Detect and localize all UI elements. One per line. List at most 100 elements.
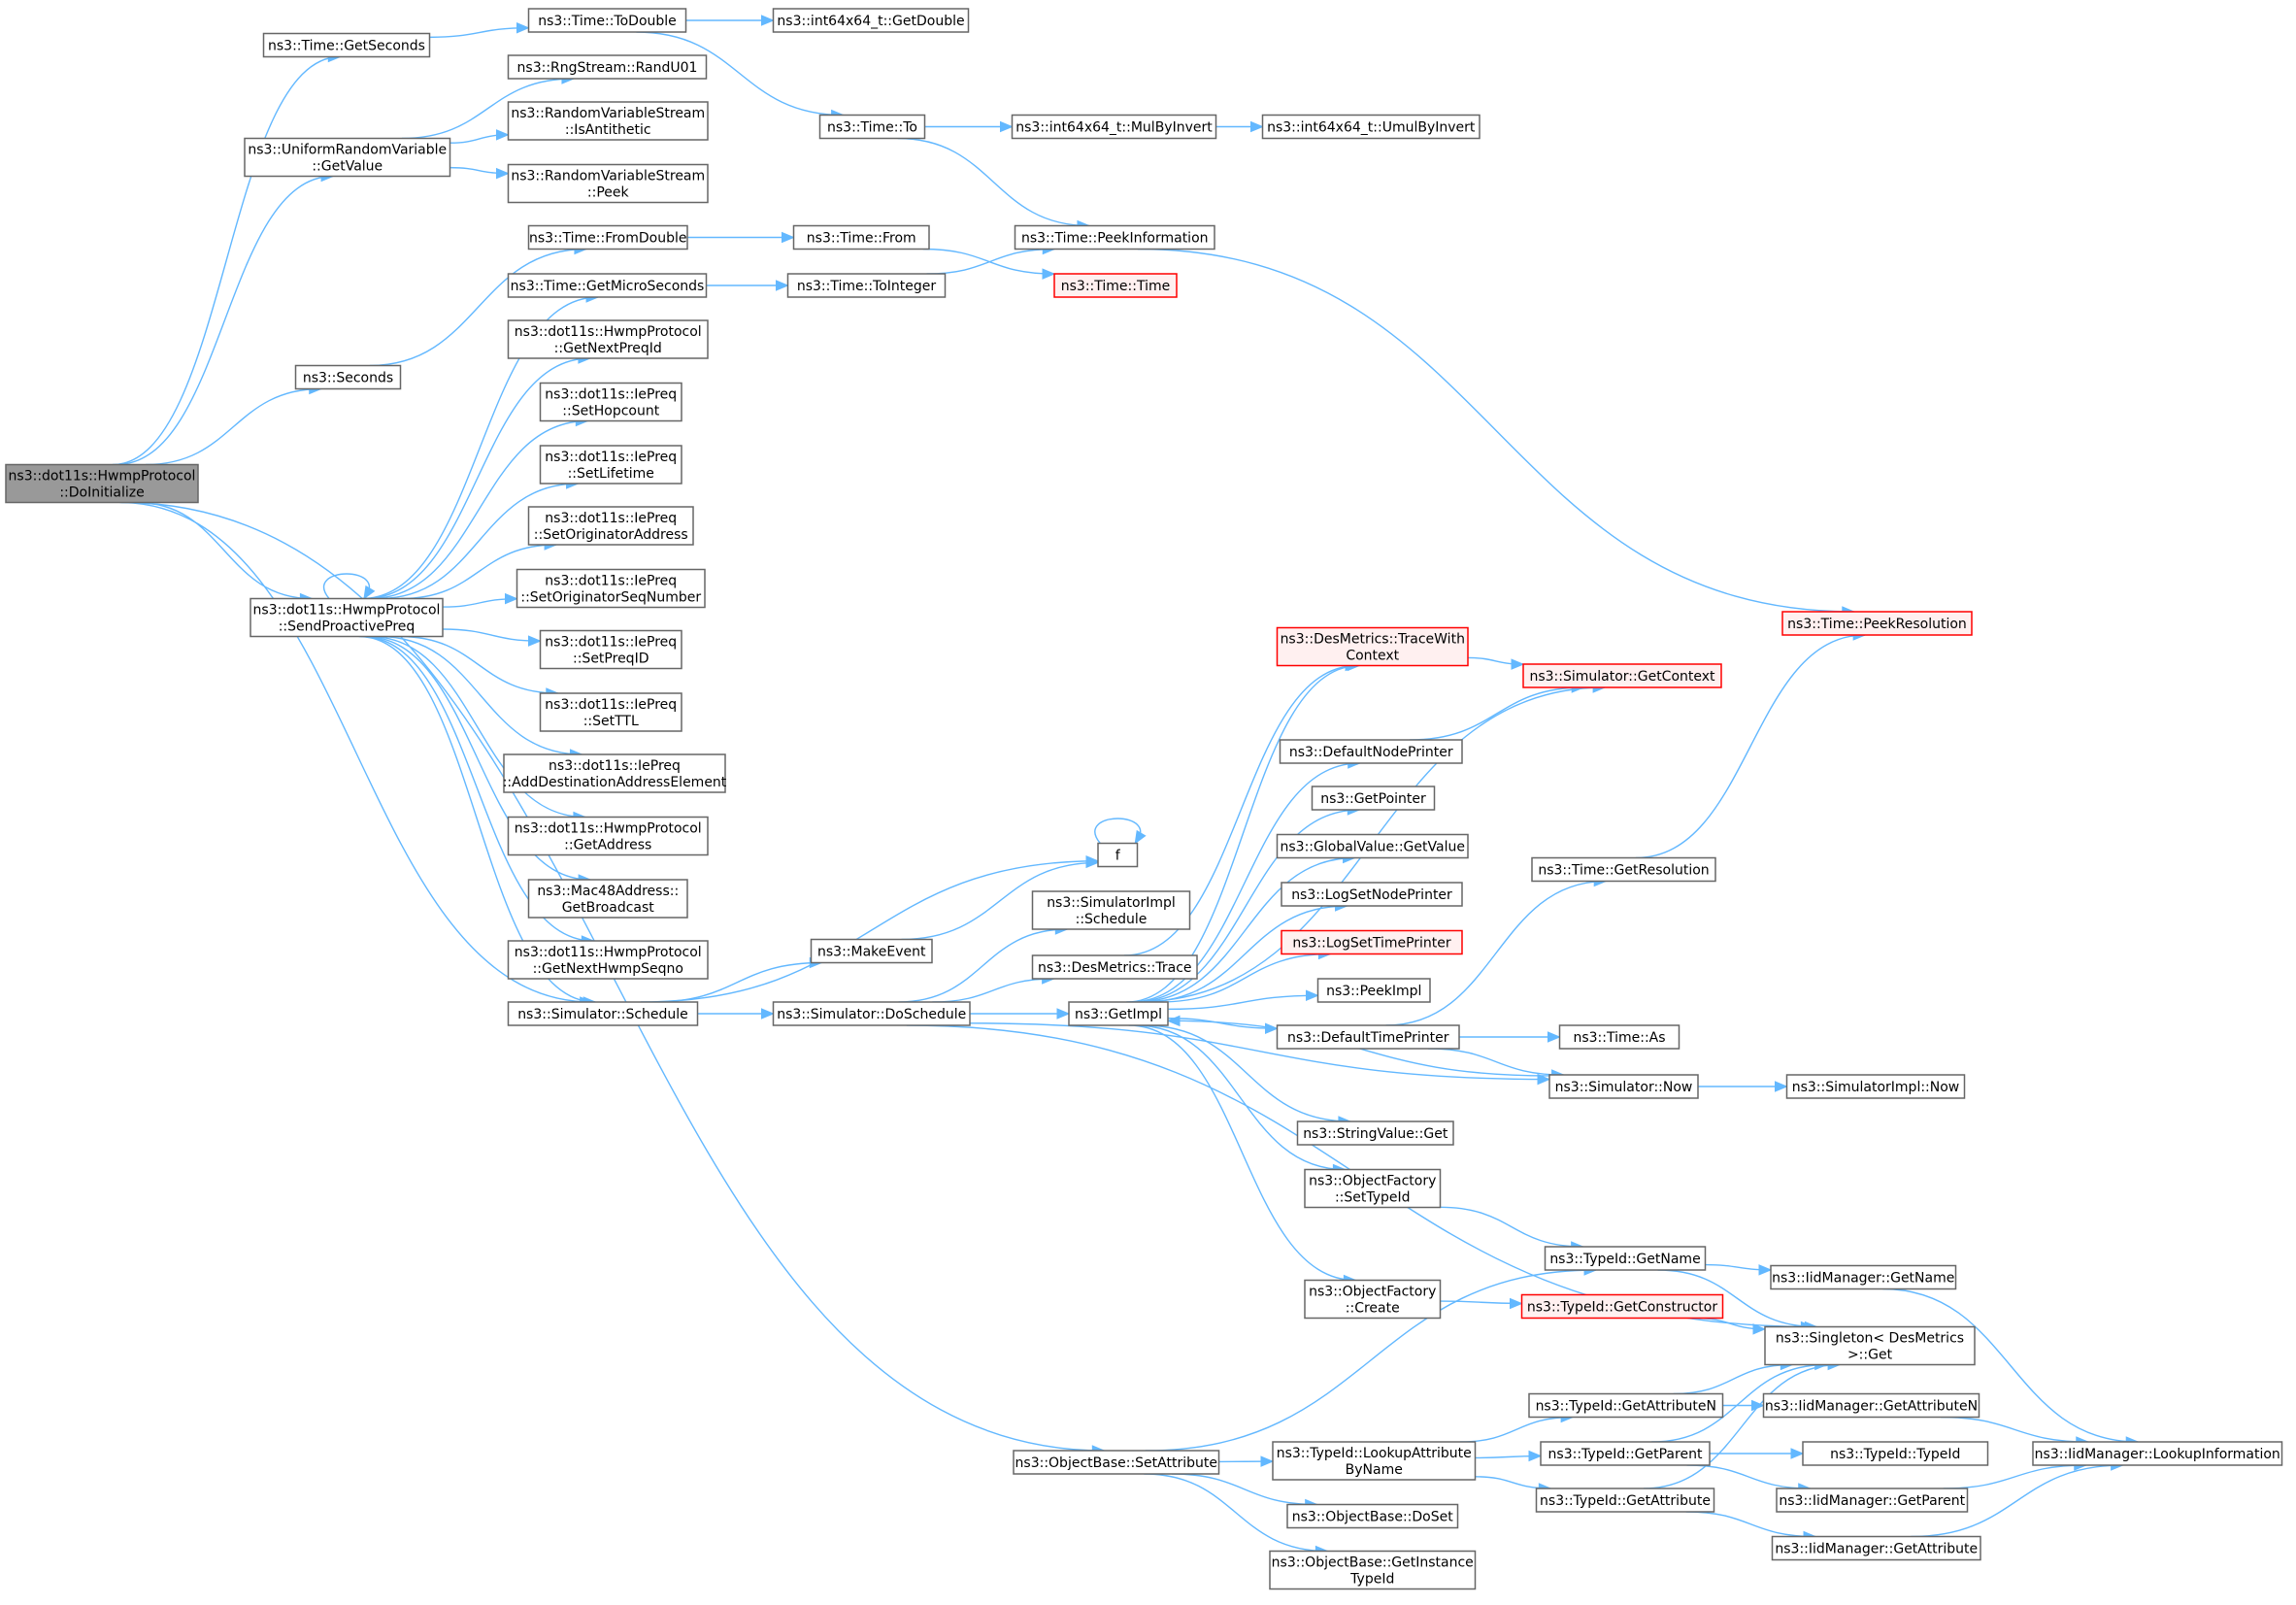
node-logsetnode[interactable]: ns3::LogSetNodePrinter (1281, 882, 1463, 907)
node-label: ns3::MakeEvent (817, 945, 926, 960)
node-getattrn[interactable]: ns3::TypeId::GetAttributeN (1528, 1392, 1724, 1419)
node-getnextpreqid[interactable]: ns3::dot11s::HwmpProtocol::GetNextPreqId (507, 319, 709, 359)
node-fromdouble[interactable]: ns3::Time::FromDouble (527, 224, 688, 251)
node-urv[interactable]: ns3::UniformRandomVariable::GetValue (244, 137, 451, 178)
node-getmicro[interactable]: ns3::Time::GetMicroSeconds (507, 273, 708, 298)
node-logsettime[interactable]: ns3::LogSetTimePrinter (1281, 929, 1463, 955)
node-peekres[interactable]: ns3::Time::PeekResolution (1781, 611, 1973, 636)
node-getpointer[interactable]: ns3::GetPointer (1311, 786, 1436, 811)
node-stringget[interactable]: ns3::StringValue::Get (1296, 1120, 1454, 1146)
node-box (527, 506, 694, 546)
node-timeto[interactable]: ns3::Time::To (818, 114, 926, 140)
node-peek[interactable]: ns3::RandomVariableStream::Peek (507, 163, 709, 204)
node-label: ::Create (1346, 1301, 1400, 1317)
node-label: ::DoInitialize (59, 485, 144, 501)
node-setttl[interactable]: ns3::dot11s::IePreq::SetTTL (539, 692, 682, 732)
node-lookupinfo[interactable]: ns3::IidManager::LookupInformation (2032, 1441, 2283, 1466)
node-simnow[interactable]: ns3::Simulator::Now (1548, 1074, 1699, 1099)
node-getparent[interactable]: ns3::TypeId::GetParent (1540, 1441, 1711, 1466)
node-doschedule[interactable]: ns3::Simulator::DoSchedule (772, 1001, 971, 1026)
node-label: ns3::Time::GetSeconds (268, 39, 425, 54)
node-sendpreq[interactable]: ns3::dot11s::HwmpProtocol::SendProactive… (250, 597, 444, 638)
node-todouble[interactable]: ns3::Time::ToDouble (527, 8, 687, 33)
node-iidgetparent[interactable]: ns3::IidManager::GetParent (1776, 1488, 1969, 1513)
edge-tracewithctx-to-getcontext (1467, 656, 1525, 670)
node-setattribute[interactable]: ns3::ObjectBase::SetAttribute (1013, 1450, 1220, 1475)
node-setorigseq[interactable]: ns3::dot11s::IePreq::SetOriginatorSeqNum… (516, 568, 706, 609)
node-defnodeprinter[interactable]: ns3::DefaultNodePrinter (1279, 739, 1463, 764)
node-label: ns3::RandomVariableStream (511, 106, 705, 121)
node-tointeger[interactable]: ns3::Time::ToInteger (786, 273, 947, 298)
node-label: ns3::TypeId::GetConstructor (1527, 1300, 1717, 1316)
node-ofcreate[interactable]: ns3::ObjectFactory::Create (1304, 1279, 1442, 1320)
node-box (810, 938, 933, 964)
node-singleton[interactable]: ns3::Singleton< DesMetrics >::Get (1764, 1325, 1976, 1366)
node-sethopcount[interactable]: ns3::dot11s::IePreq::SetHopcount (539, 382, 682, 422)
node-timefrom[interactable]: ns3::Time::From (792, 224, 930, 251)
node-mulbyinv[interactable]: ns3::int64x64_t::MulByInvert (1011, 114, 1217, 140)
node-label: ns3::PeekImpl (1326, 984, 1421, 999)
node-setlifetime[interactable]: ns3::dot11s::IePreq::SetLifetime (539, 445, 682, 485)
node-isanti[interactable]: ns3::RandomVariableStream::IsAntithetic (507, 101, 709, 141)
edge-sendpreq-to-sendpreq (322, 573, 376, 600)
node-settypeid[interactable]: ns3::ObjectFactory::SetTypeId (1304, 1168, 1442, 1209)
node-getcontext[interactable]: ns3::Simulator::GetContext (1522, 663, 1722, 688)
node-box (1279, 739, 1463, 764)
node-iidgetattrn[interactable]: ns3::IidManager::GetAttributeN (1762, 1392, 1980, 1419)
node-peekimpl[interactable]: ns3::PeekImpl (1316, 978, 1431, 1003)
node-label: ns3::GetPointer (1320, 791, 1426, 807)
node-seconds[interactable]: ns3::Seconds (294, 364, 402, 390)
node-box (1535, 1488, 1715, 1513)
node-getdouble[interactable]: ns3::int64x64_t::GetDouble (772, 8, 970, 33)
node-box (1764, 1325, 1976, 1366)
node-timeas[interactable]: ns3::Time::As (1558, 1024, 1680, 1050)
node-box (5, 463, 199, 504)
node-randu01[interactable]: ns3::RngStream::RandU01 (507, 54, 708, 80)
node-getattribute[interactable]: ns3::TypeId::GetAttribute (1535, 1488, 1715, 1513)
node-box (1276, 626, 1469, 667)
node-setorigaddr[interactable]: ns3::dot11s::IePreq::SetOriginatorAddres… (527, 506, 694, 546)
node-getnexthwmp[interactable]: ns3::dot11s::HwmpProtocol::GetNextHwmpSe… (507, 940, 709, 980)
node-label: ns3::DefaultTimePrinter (1287, 1030, 1449, 1046)
node-box (772, 1001, 971, 1026)
node-timetime[interactable]: ns3::Time::Time (1053, 273, 1178, 298)
node-tidgetname[interactable]: ns3::TypeId::GetName (1544, 1246, 1707, 1271)
node-simschedule[interactable]: ns3::Simulator::Schedule (507, 1001, 699, 1026)
node-destrace[interactable]: ns3::DesMetrics::Trace (1031, 954, 1198, 980)
node-implschedule[interactable]: ns3::SimulatorImpl::Schedule (1031, 890, 1191, 930)
node-box (527, 224, 688, 251)
node-implnow[interactable]: ns3::SimulatorImpl::Now (1785, 1074, 1966, 1099)
node-f[interactable]: f (1097, 842, 1139, 868)
node-peekinfo[interactable]: ns3::Time::PeekInformation (1014, 224, 1215, 251)
node-setpreqid[interactable]: ns3::dot11s::IePreq::SetPreqID (539, 629, 682, 670)
node-label: ns3::Seconds (303, 371, 393, 386)
node-getaddress[interactable]: ns3::dot11s::HwmpProtocol::GetAddress (507, 816, 709, 856)
node-label: ns3::TypeId::LookupAttribute (1277, 1446, 1472, 1461)
node-getseconds[interactable]: ns3::Time::GetSeconds (262, 32, 431, 58)
node-label: ::AddDestinationAddressElement (503, 775, 727, 790)
node-getimpl[interactable]: ns3::GetImpl (1068, 1001, 1169, 1026)
node-getbroadcast[interactable]: ns3::Mac48Address::GetBroadcast (527, 879, 688, 919)
node-deftimeprinter[interactable]: ns3::DefaultTimePrinter (1276, 1024, 1460, 1050)
node-umulbyinv[interactable]: ns3::int64x64_t::UmulByInvert (1261, 114, 1481, 140)
node-root[interactable]: ns3::dot11s::HwmpProtocol::DoInitialize (5, 463, 199, 504)
node-label: ns3::LogSetTimePrinter (1292, 936, 1451, 952)
edge-peekinfo-to-peekres (1137, 248, 1856, 618)
node-label: ns3::dot11s::IePreq (545, 697, 677, 713)
node-gvgetvalue[interactable]: ns3::GlobalValue::GetValue (1276, 833, 1469, 859)
node-tidtypeid[interactable]: ns3::TypeId::TypeId (1802, 1441, 1989, 1466)
node-box (507, 319, 709, 359)
node-iidgetname[interactable]: ns3::IidManager::GetName (1770, 1264, 1957, 1290)
node-doset[interactable]: ns3::ObjectBase::DoSet (1286, 1503, 1459, 1529)
node-getctor[interactable]: ns3::TypeId::GetConstructor (1520, 1293, 1724, 1320)
node-iidgetattr[interactable]: ns3::IidManager::GetAttribute (1771, 1535, 1981, 1561)
node-box (2032, 1441, 2283, 1466)
node-getres[interactable]: ns3::Time::GetResolution (1531, 856, 1716, 883)
node-adddest[interactable]: ns3::dot11s::IePreq::AddDestinationAddre… (503, 753, 727, 793)
node-makeevent[interactable]: ns3::MakeEvent (810, 938, 933, 964)
node-box (1770, 1264, 1957, 1290)
